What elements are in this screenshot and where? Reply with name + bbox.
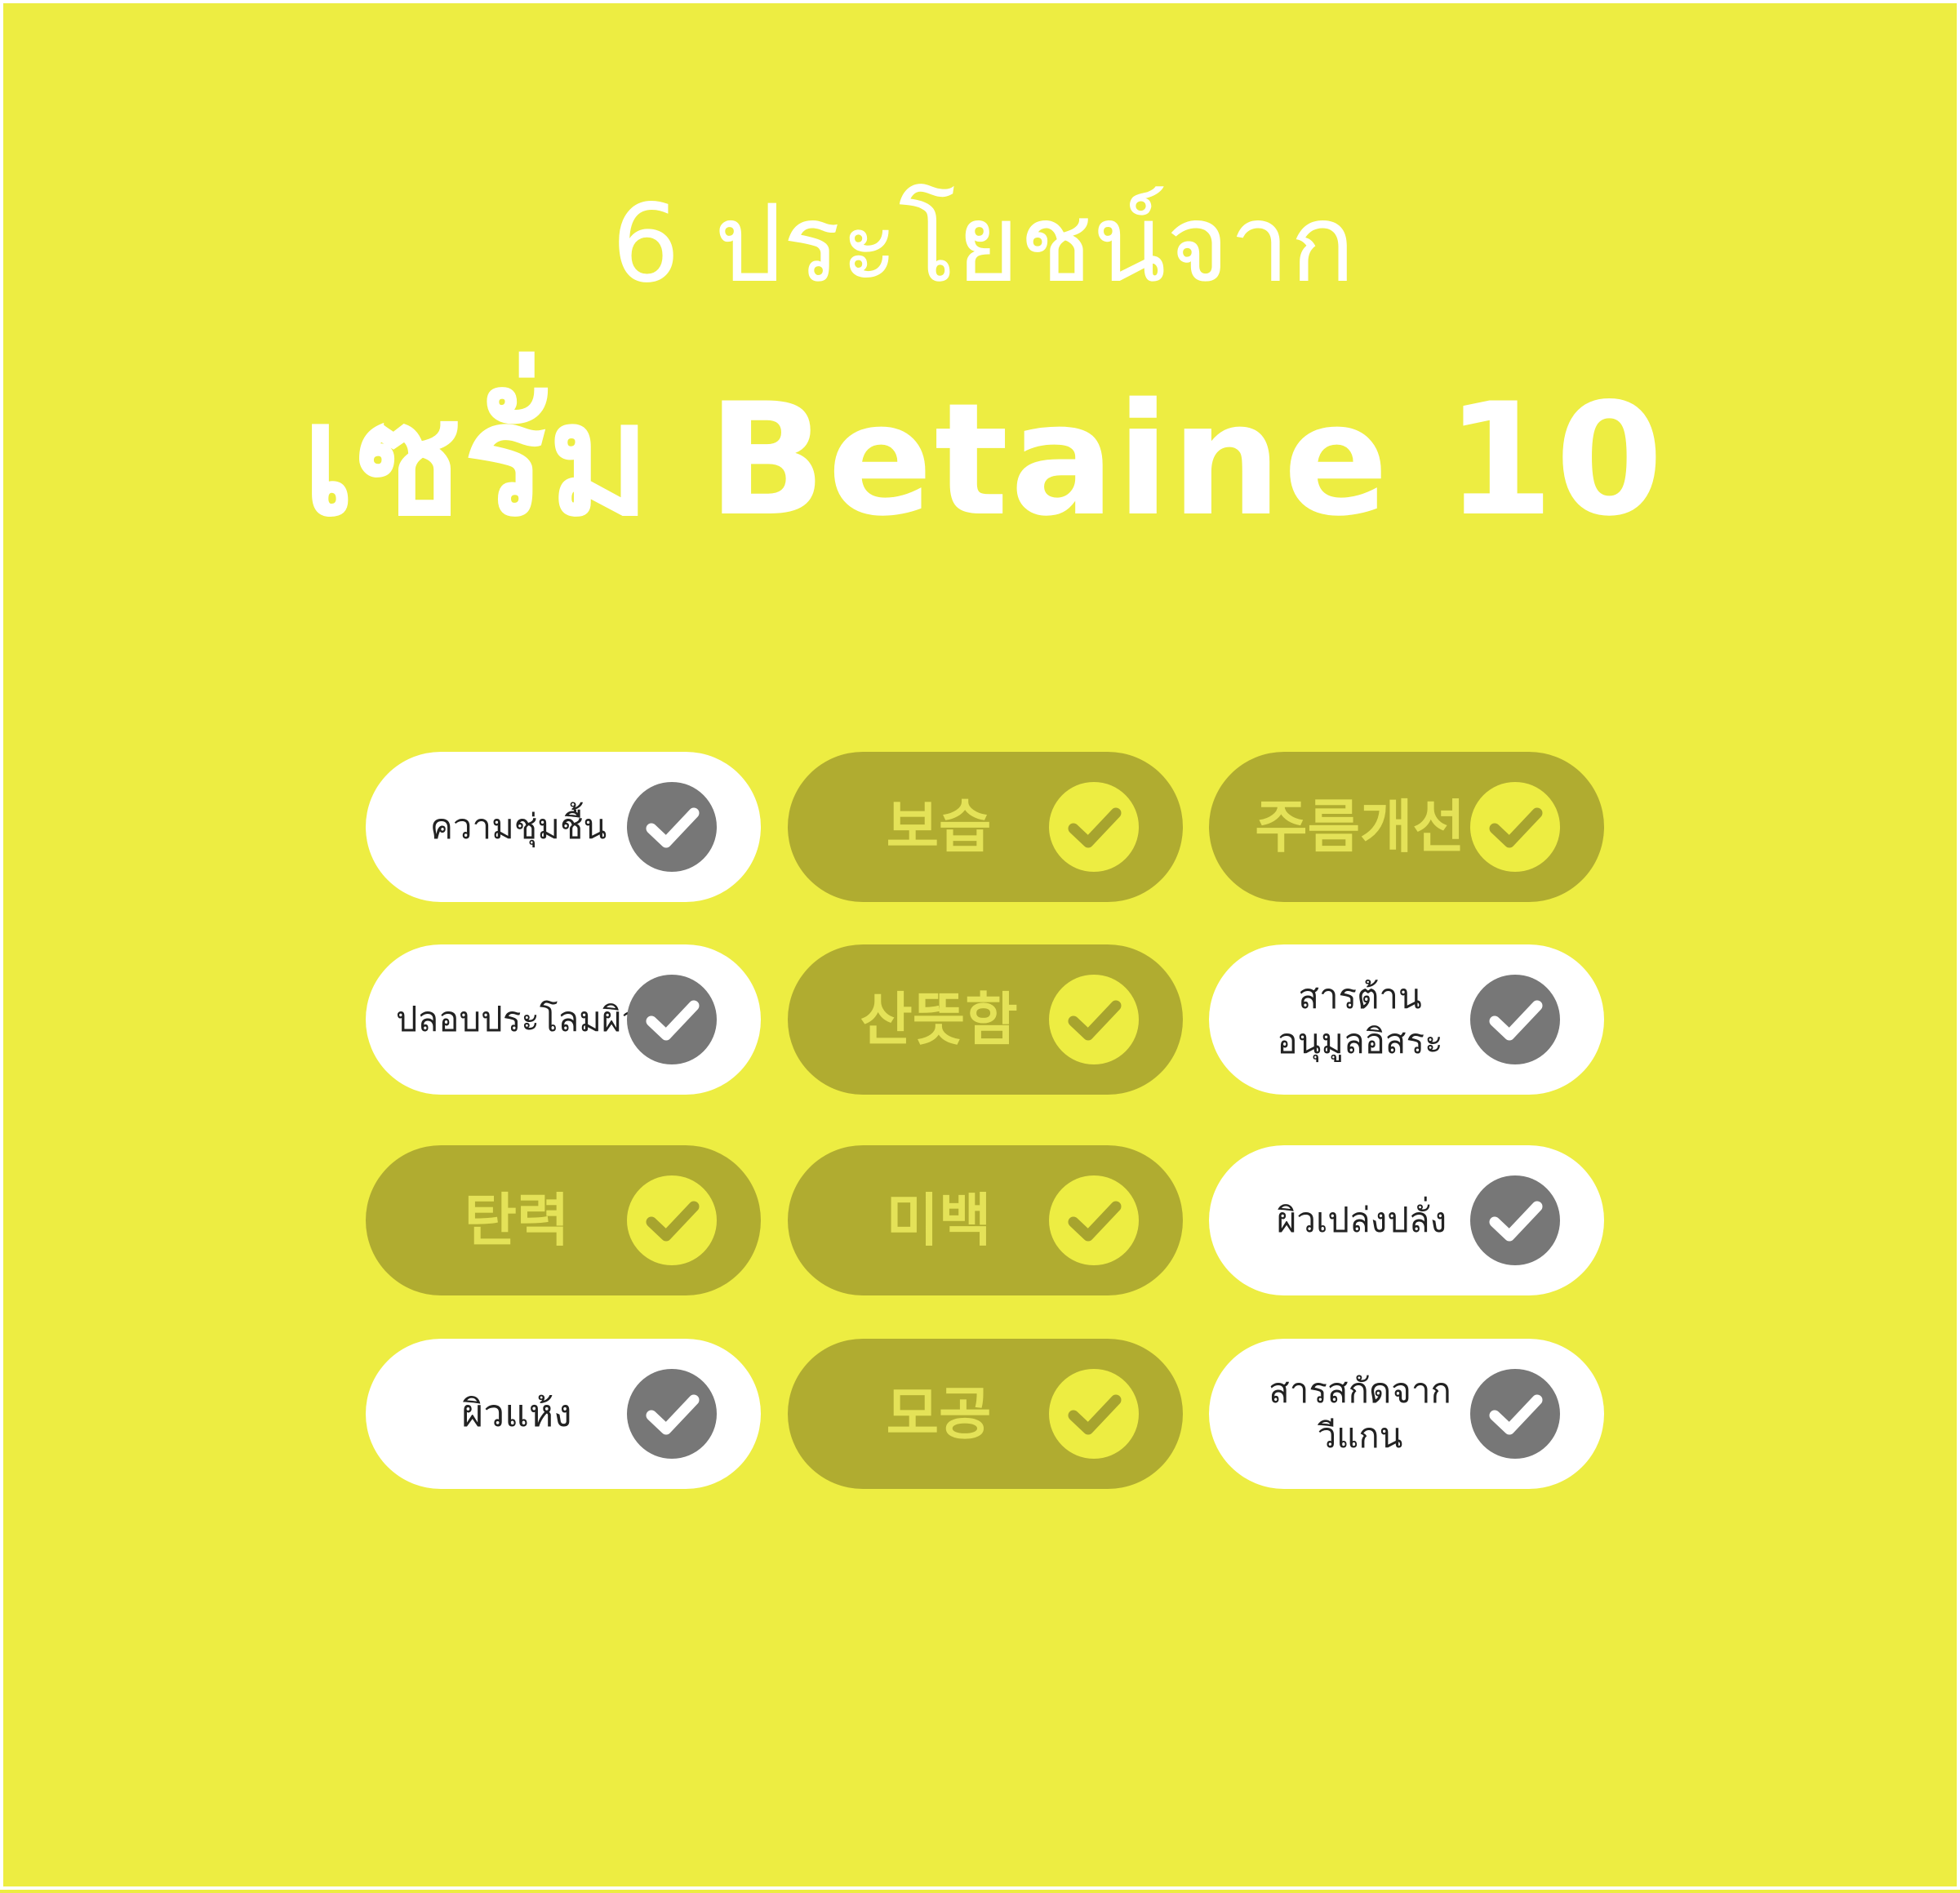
benefit-label: สารต้าน อนุมูลอิสระ	[1277, 976, 1443, 1061]
benefit-label: 탄력	[464, 1186, 570, 1254]
benefit-label: ปลอบประโลมผิว	[395, 998, 642, 1039]
check-circle-icon	[627, 782, 717, 872]
benefit-label: 모공	[886, 1380, 992, 1447]
check-circle-icon	[1470, 1175, 1560, 1265]
benefit-label: 산뜻함	[860, 985, 1018, 1053]
benefit-pill: ผิวแห้ง	[366, 1339, 761, 1489]
benefit-pill: ความชุ่มชื้น	[366, 752, 761, 902]
benefit-label: 미백	[886, 1186, 992, 1254]
benefit-pill: 미백	[788, 1145, 1183, 1295]
benefit-pill: 탄력	[366, 1145, 761, 1295]
check-circle-icon	[627, 1175, 717, 1265]
benefit-pill: สารสกัดจาก วีแกน	[1209, 1339, 1604, 1489]
check-circle-icon	[1049, 782, 1139, 872]
title-line-2: เซรั่ม Betaine 10	[301, 370, 1665, 550]
benefit-grid: ความชุ่มชื้น 보습 주름개선 ปลอบประโลมผิว 산뜻함 สารต้า…	[3, 3, 1960, 1893]
check-circle-icon	[1470, 975, 1560, 1064]
title-line-1: 6 ประโยชน์จาก	[611, 181, 1355, 307]
benefit-pill: ผิวเปล่งปลั่ง	[1209, 1145, 1604, 1295]
benefit-pill: 보습	[788, 752, 1183, 902]
check-circle-icon	[1470, 1369, 1560, 1459]
benefit-label: สารสกัดจาก วีแกน	[1269, 1371, 1451, 1455]
benefit-pill: 주름개선	[1209, 752, 1604, 902]
benefit-pill: ปลอบประโลมผิว	[366, 944, 761, 1095]
check-circle-icon	[627, 1369, 717, 1459]
check-circle-icon	[1049, 1369, 1139, 1459]
benefit-label: 주름개선	[1255, 793, 1465, 860]
benefit-pill: 산뜻함	[788, 944, 1183, 1095]
benefit-label: 보습	[886, 793, 992, 860]
benefit-label: ความชุ่มชื้น	[429, 806, 607, 847]
benefit-label: ผิวแห้ง	[461, 1391, 572, 1436]
benefit-pill: 모공	[788, 1339, 1183, 1489]
check-circle-icon	[1049, 975, 1139, 1064]
check-circle-icon	[627, 975, 717, 1064]
check-circle-icon	[1049, 1175, 1139, 1265]
benefit-pill: สารต้าน อนุมูลอิสระ	[1209, 944, 1604, 1095]
check-circle-icon	[1470, 782, 1560, 872]
benefit-label: ผิวเปล่งปลั่ง	[1276, 1199, 1447, 1240]
